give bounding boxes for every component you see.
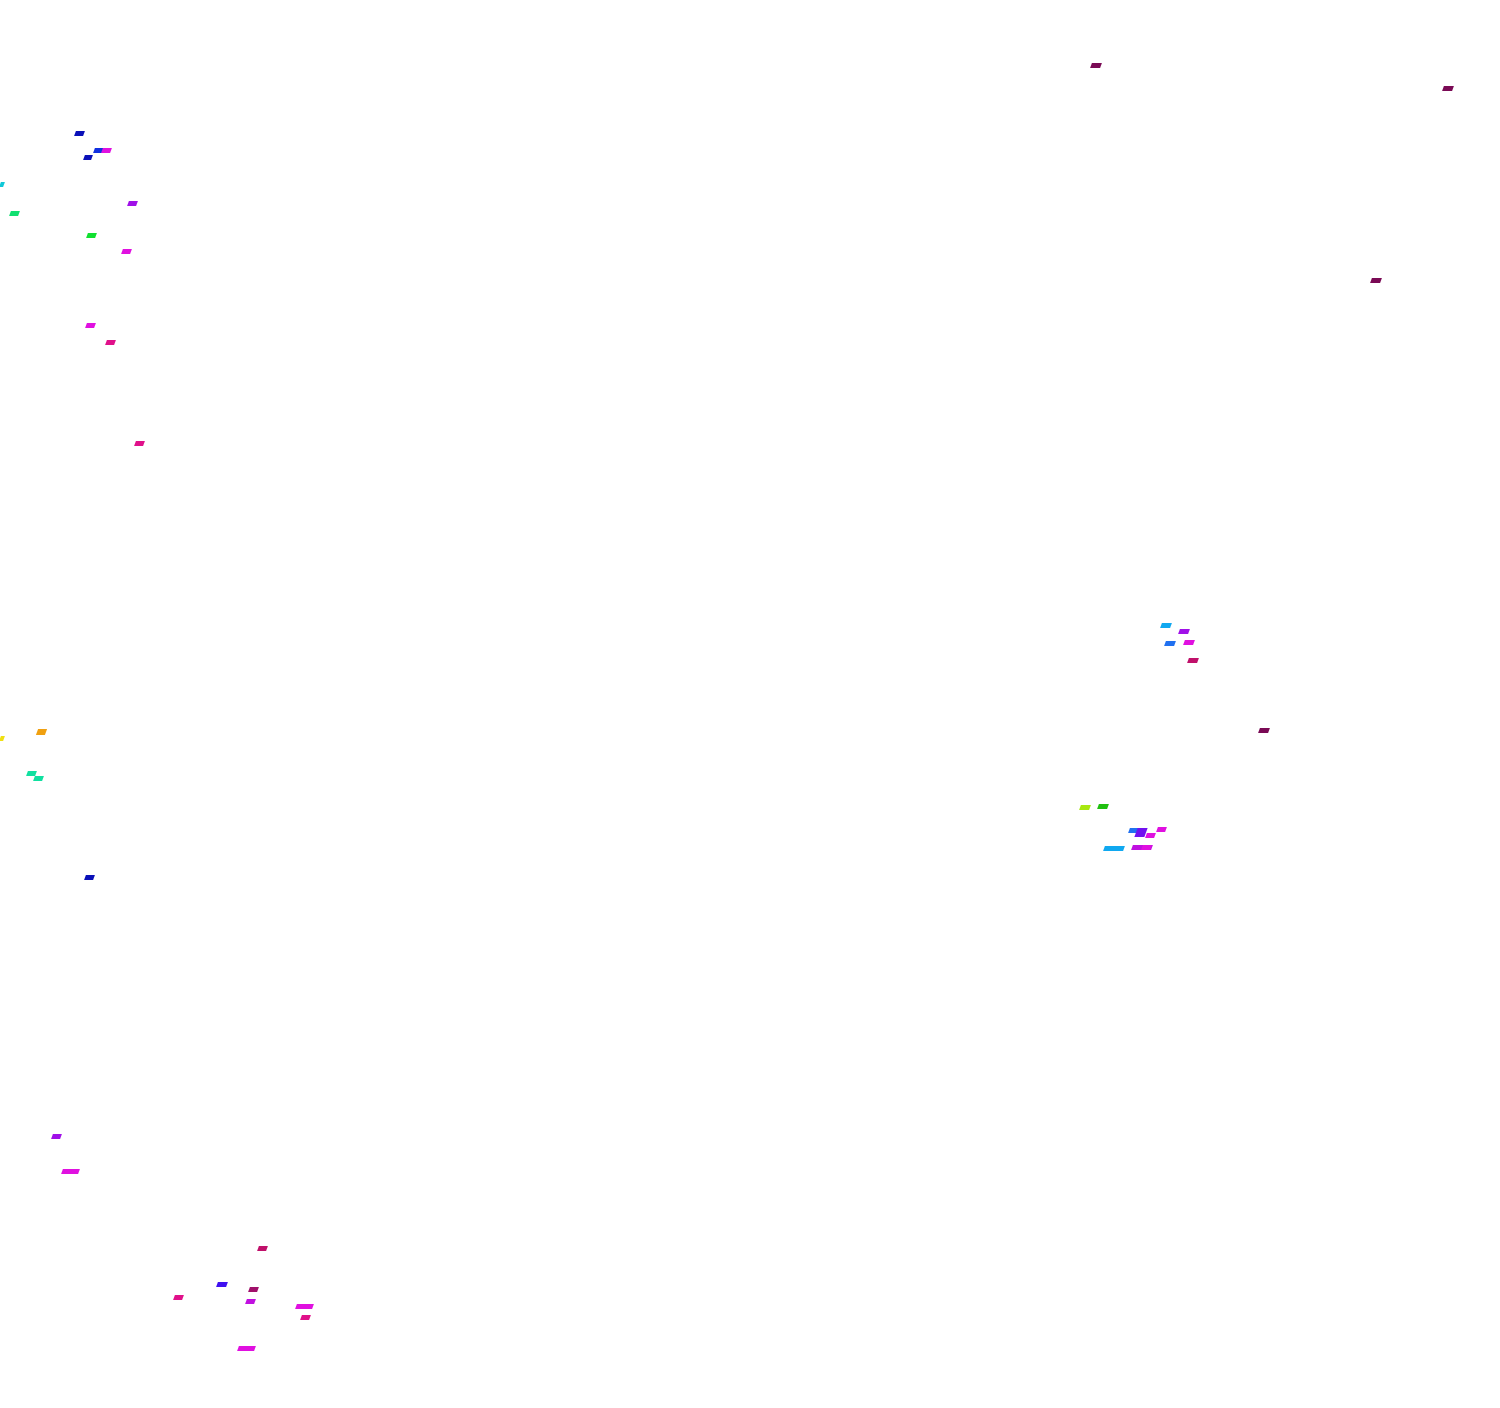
scatter-mark	[105, 340, 116, 345]
scatter-mark	[245, 1299, 256, 1304]
scatter-mark	[35, 729, 48, 735]
scatter-mark	[61, 1169, 80, 1174]
scatter-mark	[1370, 278, 1382, 283]
scatter-mark	[51, 1134, 62, 1139]
scatter-mark	[216, 1282, 228, 1287]
scatter-mark	[257, 1246, 268, 1251]
scatter-mark	[248, 1287, 259, 1292]
scatter-mark	[1160, 623, 1172, 628]
scatter-mark	[1258, 728, 1270, 733]
scatter-mark	[1141, 845, 1152, 850]
scatter-mark	[85, 323, 96, 328]
scatter-mark	[1178, 629, 1190, 634]
scatter-mark	[0, 736, 5, 741]
scatter-mark	[1079, 805, 1091, 810]
scatter-mark	[0, 182, 5, 187]
scatter-mark	[33, 776, 44, 781]
scatter-mark	[295, 1304, 314, 1309]
scatter-mark	[1442, 86, 1454, 91]
scatter-mark	[1145, 833, 1156, 838]
scatter-mark	[1187, 658, 1199, 663]
scatter-mark	[121, 249, 132, 254]
scatter-mark	[74, 131, 85, 136]
scatter-mark	[1090, 63, 1102, 68]
scatter-mark	[9, 211, 20, 216]
scatter-mark	[1097, 804, 1109, 809]
scatter-mark	[101, 148, 112, 153]
scatter-mark	[237, 1346, 256, 1351]
scatter-mark	[84, 875, 95, 880]
scatter-mark	[1183, 640, 1195, 645]
scatter-mark	[127, 201, 138, 206]
scatter-mark	[134, 441, 145, 446]
scatter-mark	[86, 233, 97, 238]
scatter-mark	[1164, 641, 1176, 646]
scatter-mark	[1103, 846, 1125, 851]
scatter-mark	[1156, 827, 1167, 832]
scatter-mark	[83, 155, 93, 160]
scatter-mark	[300, 1315, 311, 1320]
scatter-mark	[173, 1295, 184, 1300]
